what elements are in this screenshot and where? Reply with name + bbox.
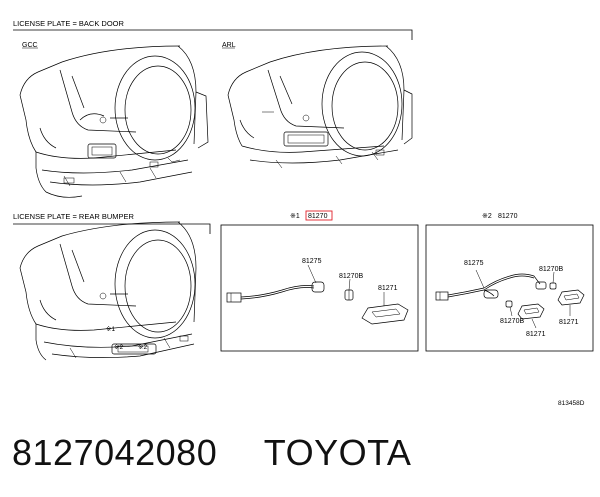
box2-bulb-lower [505, 300, 513, 308]
box2-lamp-right [557, 289, 585, 306]
box2-wire [447, 273, 541, 296]
callout-mark-1: ※1 [106, 326, 115, 333]
parts-diagram: LICENSE PLATE = BACK DOOR GCC ARL [13, 19, 594, 407]
box1-wire [240, 285, 315, 298]
section-top-title: LICENSE PLATE = BACK DOOR [13, 19, 125, 28]
box2-label-wire: 81275 [464, 260, 484, 267]
box2-frame [425, 224, 594, 352]
section-top-frame [13, 29, 413, 40]
box2-label-bulb-upper: 81270B [539, 266, 563, 273]
callout-mark-3: ※2 [114, 344, 123, 351]
part-number: 8127042080 [12, 432, 218, 473]
vehicle-rear-arl [227, 45, 413, 169]
box2-label-lamp-lower: 81271 [526, 331, 546, 338]
box2-lamp-lower [517, 303, 545, 320]
variant-arl-label: ARL [222, 42, 236, 49]
box1-connector [226, 292, 242, 303]
box1-header-part: 81270 [308, 213, 328, 220]
drawing-code: 813458D [558, 400, 585, 407]
box2-bulb-upper [549, 282, 557, 290]
section-bottom-frame [13, 223, 211, 234]
vehicle-rear-gcc [19, 45, 209, 198]
variant-gcc-label: GCC [22, 42, 38, 49]
box2-label-bulb-lower: 81270B [500, 318, 524, 325]
box1-label-bulb: 81270B [339, 273, 363, 280]
section-bottom: LICENSE PLATE = REAR BUMPER [13, 212, 211, 234]
box1-frame [220, 224, 419, 352]
box2-label-lamp-right: 81271 [559, 319, 579, 326]
box2-header-mark: ※2 [482, 213, 492, 220]
part-caption: 8127042080 TOYOTA [12, 432, 411, 474]
box1-label-lamp: 81271 [378, 285, 398, 292]
box2-header-part: 81270 [498, 213, 518, 220]
vehicle-rear-bumper-variant: ※1 ※2 ※2 [19, 221, 197, 361]
box1-label-wire: 81275 [302, 258, 322, 265]
callout-mark-2: ※2 [138, 344, 147, 351]
box1-header-highlight [305, 210, 333, 221]
brand-name: TOYOTA [263, 432, 412, 473]
box2-connector [435, 291, 449, 301]
section-top: LICENSE PLATE = BACK DOOR GCC ARL [13, 19, 413, 49]
box1-header-mark: ※1 [290, 213, 300, 220]
section-bottom-title: LICENSE PLATE = REAR BUMPER [13, 212, 135, 221]
box1-lamp [361, 303, 409, 325]
detail-box-1: ※1 81270 81275 81270B 81271 [220, 210, 419, 352]
detail-box-2: ※2 81270 81275 81270B 81270B 81271 81271 [425, 213, 594, 352]
